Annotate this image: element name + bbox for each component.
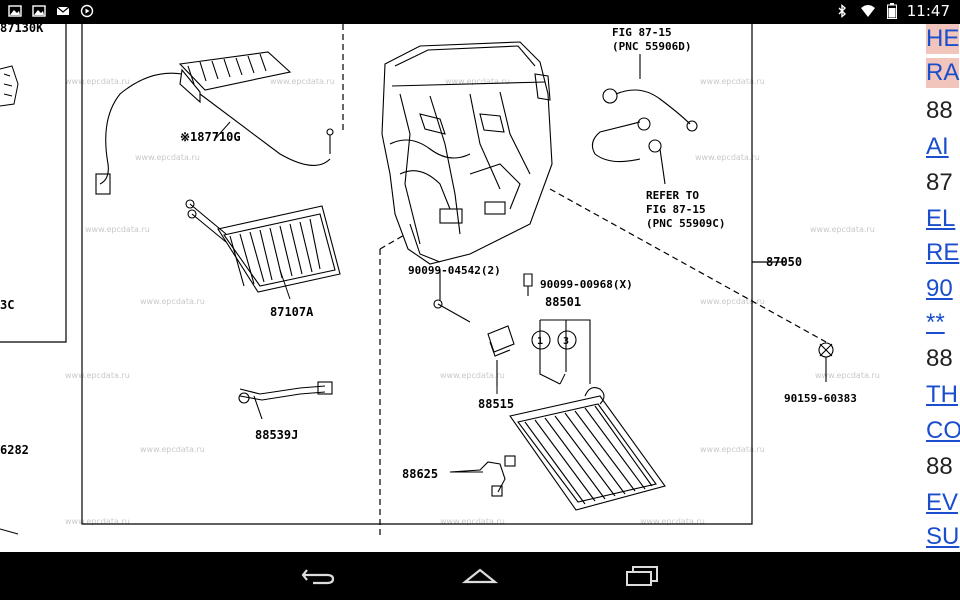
parts-list-item[interactable]: TH [926,381,958,408]
watermark: www.epcdata.ru [135,153,200,162]
watermark: www.epcdata.ru [445,77,510,86]
label-fig-87-15[interactable]: FIG 87-15 [646,203,706,216]
watermark: www.epcdata.ru [270,77,335,86]
home-icon [462,568,498,584]
parts-list-item: 88 [926,345,953,372]
system-icons: 11:47 [835,2,950,20]
screw-90159-60383[interactable] [818,342,834,382]
parts-list-item[interactable]: AI [926,133,949,160]
parts-list-item: 88 [926,453,953,480]
parts-list-item[interactable]: HE [926,24,960,54]
battery-icon [886,3,897,19]
label-3c[interactable]: 3C [0,298,14,312]
watermarks: www.epcdata.ru www.epcdata.ru www.epcdat… [65,77,880,526]
content-viewport[interactable]: www.epcdata.ru www.epcdata.ru www.epcdat… [0,24,960,552]
watermark: www.epcdata.ru [140,297,205,306]
bluetooth-icon [838,4,846,18]
part-87130k-drawing[interactable] [0,65,19,535]
part-88501-bracket[interactable] [531,319,591,385]
part-55909c-drawing[interactable] [591,117,666,185]
watermark: www.epcdata.ru [695,153,760,162]
label-refer-to: REFER TO [646,189,699,202]
part-87710g-drawing[interactable] [95,51,334,195]
leader-lines [214,121,566,473]
part-labels: 87130K ※187710G 87107A 88539J 3C 6282 FI… [0,24,857,481]
circle-ref-1: 1 [537,336,543,347]
watermark: www.epcdata.ru [700,445,765,454]
play-icon [80,4,94,18]
watermark: www.epcdata.ru [65,517,130,526]
label-87130k[interactable]: 87130K [0,24,44,35]
circle-ref-3: 3 [563,336,569,347]
watermark: www.epcdata.ru [700,297,765,306]
image-icon [8,5,22,17]
recent-apps-button[interactable] [612,560,672,592]
bolt-90099-00968[interactable] [523,273,533,296]
watermark: www.epcdata.ru [140,445,205,454]
parts-list-item[interactable]: CO [926,417,960,444]
navigation-bar [0,552,960,600]
mail-icon [56,6,70,15]
parts-list-item[interactable]: EL [926,205,956,232]
label-6282[interactable]: 6282 [0,443,29,457]
watermark: www.epcdata.ru [700,77,765,86]
label-87710g[interactable]: ※187710G [180,130,241,144]
label-88501[interactable]: 88501 [545,295,581,309]
label-pnc-55909c[interactable]: (PNC 55909C) [646,217,725,230]
image-icon [32,5,46,17]
parts-list-item[interactable]: ** [926,309,945,336]
label-88625[interactable]: 88625 [402,467,438,481]
parts-list-item[interactable]: RA [926,58,960,88]
parts-list-item[interactable]: EV [926,489,959,516]
watermark: www.epcdata.ru [85,225,150,234]
status-bar: 11:47 [0,0,960,24]
wifi-icon [860,5,875,17]
part-88515-drawing[interactable] [487,325,515,386]
part-87107a-drawing[interactable] [185,199,341,293]
home-button[interactable] [450,560,510,592]
part-87050-drawing[interactable] [381,41,553,265]
part-88539j-drawing[interactable] [238,381,333,420]
watermark: www.epcdata.ru [65,371,130,380]
label-88515[interactable]: 88515 [478,397,514,411]
bolt-90099-04542[interactable] [433,269,471,323]
watermark: www.epcdata.ru [440,371,505,380]
parts-list-item[interactable]: RE [926,239,960,266]
part-evaporator-drawing[interactable] [509,387,666,511]
watermark: www.epcdata.ru [815,371,880,380]
parts-list-item: 88 [926,97,953,124]
watermark: www.epcdata.ru [810,225,875,234]
label-fig-87-15-top[interactable]: FIG 87-15 [612,26,672,39]
parts-list-item[interactable]: 90 [926,275,953,302]
notification-icons [8,4,94,18]
label-90099-04542[interactable]: 90099-04542(2) [408,264,501,277]
watermark: www.epcdata.ru [65,77,130,86]
recent-apps-icon [626,566,658,586]
label-88539j[interactable]: 88539J [255,428,298,442]
clock: 11:47 [906,2,950,20]
label-87107a[interactable]: 87107A [270,305,314,319]
parts-list-item[interactable]: SU [926,523,960,550]
watermark: www.epcdata.ru [640,517,705,526]
label-87050[interactable]: 87050 [766,255,802,269]
label-90099-00968[interactable]: 90099-00968(X) [540,278,633,291]
parts-list-item: 87 [926,169,953,196]
label-90159-60383[interactable]: 90159-60383 [784,392,857,405]
watermark: www.epcdata.ru [440,517,505,526]
diagram-frames [0,24,827,536]
part-55906d-drawing[interactable] [602,54,698,132]
back-button[interactable] [288,560,348,592]
parts-diagram[interactable]: www.epcdata.ru www.epcdata.ru www.epcdat… [0,24,920,552]
back-icon [301,569,335,585]
part-88625-drawing[interactable] [449,455,516,497]
label-pnc-55906d[interactable]: (PNC 55906D) [612,40,691,53]
